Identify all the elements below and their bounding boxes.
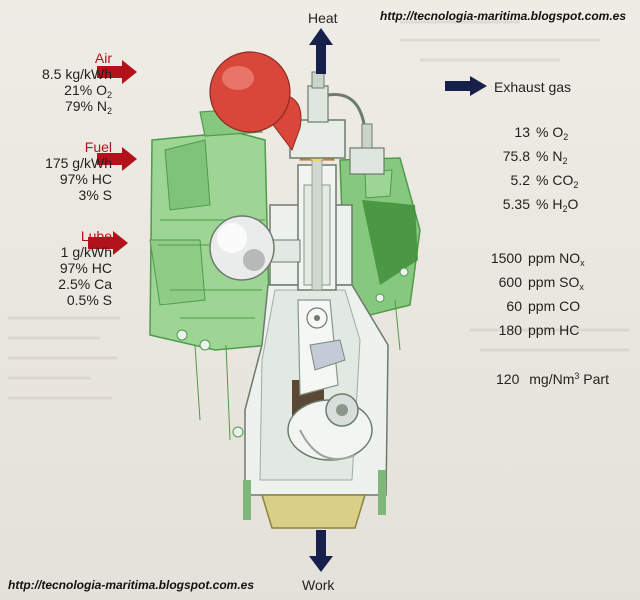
component-value: 180 — [498, 322, 522, 338]
component-value: 1500 — [490, 250, 522, 266]
exhaust-row: 75.8 % N2 — [496, 148, 568, 166]
component-unit: ppm NOx — [528, 250, 585, 268]
heat-arrow — [309, 28, 333, 74]
input-line: 97% HC — [59, 260, 112, 276]
input-line: 21% O2 — [64, 82, 112, 100]
particulates-value: 120 — [496, 371, 520, 387]
input-line: 175 g/kWh — [45, 155, 112, 171]
component-value: 75.8 — [502, 148, 530, 164]
exhaust-row: 180 ppm HC — [488, 322, 580, 338]
component-unit: % CO2 — [536, 172, 579, 190]
cylinder-head — [289, 71, 385, 175]
input-line: 79% N2 — [64, 98, 112, 116]
component-value: 5.2 — [510, 172, 530, 188]
component-value: 5.35 — [502, 196, 530, 212]
work-arrow — [309, 530, 333, 572]
exhaust-row: 1500 ppm NOx — [488, 250, 585, 268]
heat-label: Heat — [308, 10, 338, 26]
scavenge-chamber — [209, 215, 301, 281]
input-name: Lube — [80, 228, 112, 244]
component-unit: % O2 — [536, 124, 569, 142]
component-unit: % H2O — [536, 196, 579, 214]
work-label: Work — [302, 577, 335, 593]
component-unit: ppm CO — [528, 298, 581, 314]
watermark-bottom[interactable]: http://tecnologia-maritima.blogspot.com.… — [8, 578, 255, 592]
particulates-unit: mg/Nm3 Part — [529, 371, 609, 387]
input-name: Air — [94, 50, 112, 66]
input-name: Fuel — [84, 139, 112, 155]
cylinder — [297, 145, 337, 291]
watermark-top[interactable]: http://tecnologia-maritima.blogspot.com.… — [380, 9, 627, 23]
fuel-arrow — [97, 147, 137, 171]
exhaust-row: 5.35 % H2O — [496, 196, 579, 214]
input-line: 97% HC — [59, 171, 112, 187]
input-line: 8.5 kg/kWh — [41, 66, 112, 82]
lube-arrow — [88, 231, 128, 255]
air-arrow — [97, 60, 137, 84]
exhaust-label: Exhaust gas — [494, 79, 572, 95]
exhaust-row: 5.2 % CO2 — [496, 172, 579, 190]
input-line: 2.5% Ca — [58, 276, 112, 292]
input-line: 3% S — [78, 187, 112, 203]
component-unit: % N2 — [536, 148, 568, 166]
exhaust-row: 600 ppm SOx — [488, 274, 584, 292]
component-unit: ppm HC — [528, 322, 580, 338]
component-value: 13 — [514, 124, 530, 140]
exhaust-row: 13 % O2 — [496, 124, 569, 142]
exhaust-arrow — [445, 76, 487, 96]
input-line: 1 g/kWh — [60, 244, 112, 260]
component-value: 60 — [506, 298, 522, 314]
input-arrows — [88, 60, 137, 255]
exhaust-particulates: 120 mg/Nm3 Part — [496, 371, 609, 387]
component-unit: ppm SOx — [528, 274, 584, 292]
exhaust-row: 60 ppm CO — [488, 298, 580, 314]
input-line: 0.5% S — [66, 292, 112, 308]
air-receiver — [209, 51, 302, 152]
output-arrows — [309, 28, 487, 572]
component-value: 600 — [498, 274, 522, 290]
